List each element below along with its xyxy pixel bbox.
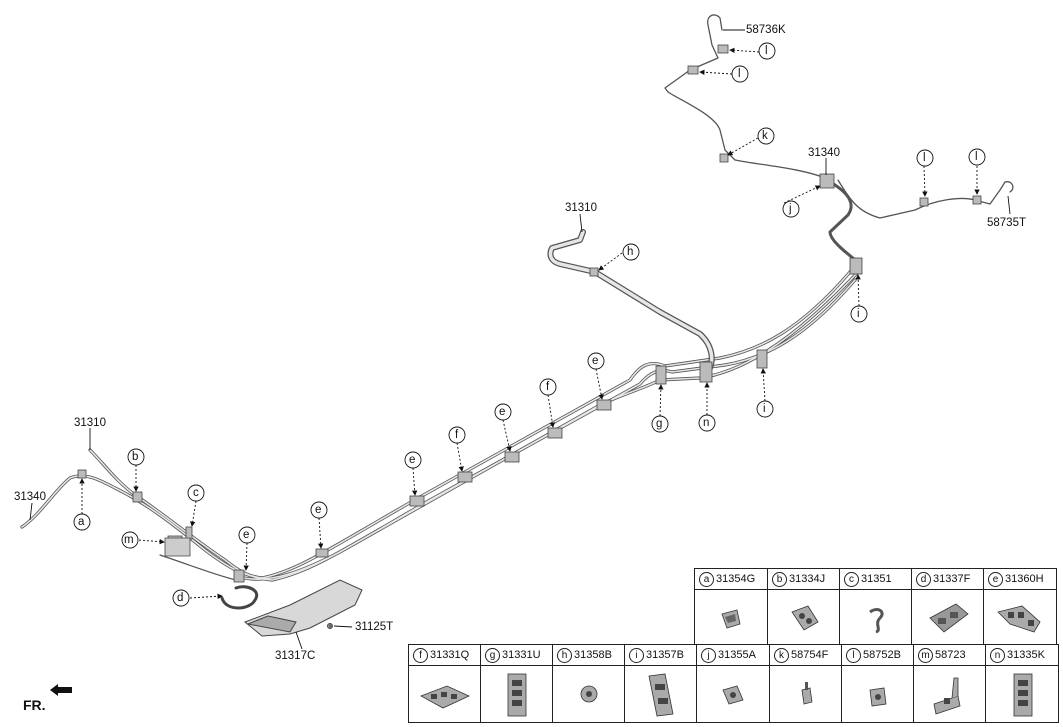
heat-shield xyxy=(244,579,363,637)
callout-n: n xyxy=(703,417,710,429)
callout-h: h xyxy=(627,246,634,258)
callout-f: f xyxy=(546,381,550,393)
line-clips xyxy=(77,44,982,583)
callout-i: i xyxy=(857,308,860,320)
push-clip-icon xyxy=(769,665,842,723)
stack-holder-icon xyxy=(985,665,1059,723)
callout-k: k xyxy=(762,130,768,142)
grommet-icon xyxy=(552,665,625,723)
callout-a: a xyxy=(78,516,85,528)
callout-leaders xyxy=(79,47,980,599)
bracket-m xyxy=(164,537,191,557)
front-arrow-icon xyxy=(50,684,72,696)
block-clip-icon xyxy=(911,589,984,647)
callout-e: e xyxy=(499,406,506,418)
callout-c: c xyxy=(193,487,199,499)
spring-clip-icon xyxy=(839,589,912,647)
callout-b: b xyxy=(132,451,139,463)
callout-m: m xyxy=(124,534,134,546)
part-label-58735t: 58735T xyxy=(987,217,1027,229)
callout-l: l xyxy=(923,152,926,164)
callout-e: e xyxy=(315,504,322,516)
cup-clip-icon xyxy=(841,665,914,723)
part-label-31125t: 31125T xyxy=(355,621,394,633)
callout-l: l xyxy=(738,68,741,80)
part-label-31317c: 31317C xyxy=(275,650,316,662)
double-clip-icon xyxy=(767,589,840,647)
callout-e: e xyxy=(243,529,250,541)
part-label-58736k: 58736K xyxy=(746,24,786,36)
multi-clip-icon xyxy=(983,589,1057,647)
bracket-icon xyxy=(913,665,986,723)
callout-e: e xyxy=(409,454,416,466)
callout-g: g xyxy=(656,418,663,430)
callout-i: i xyxy=(763,403,766,415)
label-leaders xyxy=(29,29,1011,650)
callout-l: l xyxy=(765,45,768,57)
callout-d: d xyxy=(177,592,184,604)
callout-l: l xyxy=(975,151,978,163)
part-label-31340: 31340 xyxy=(14,491,46,503)
front-label: FR. xyxy=(23,697,46,713)
callout-j: j xyxy=(789,203,792,215)
flat-holder-icon xyxy=(408,665,481,723)
part-label-31310: 31310 xyxy=(74,417,106,429)
part-label-31310: 31310 xyxy=(565,202,597,214)
part-label-31340: 31340 xyxy=(808,147,840,159)
small-clip-icon xyxy=(696,665,770,723)
callout-circles xyxy=(73,42,986,607)
angled-holder-icon xyxy=(624,665,697,723)
callout-f: f xyxy=(455,429,459,441)
callout-e: e xyxy=(592,355,599,367)
tall-holder-icon xyxy=(480,665,553,723)
clip-icon xyxy=(694,589,768,647)
